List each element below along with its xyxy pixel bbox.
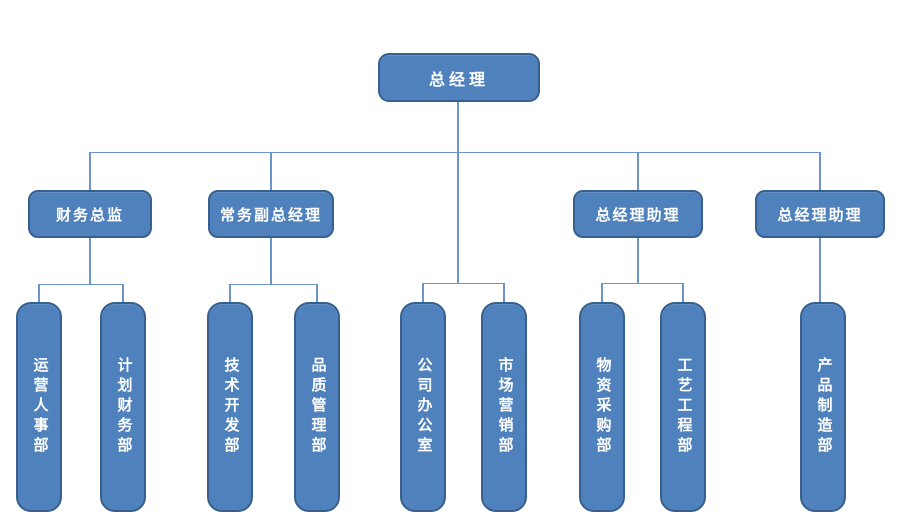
- connector-drop: [316, 284, 318, 302]
- node-gm-assistant-1[interactable]: 总经理助理: [573, 190, 703, 238]
- node-general-manager[interactable]: 总经理: [378, 53, 540, 102]
- connector-drop: [601, 283, 603, 302]
- node-label: 市场营销部: [496, 357, 513, 457]
- node-label: 物资采购部: [594, 357, 611, 457]
- connector-stem: [270, 238, 272, 284]
- node-label: 公司办公室: [415, 357, 432, 457]
- node-label: 总经理助理: [777, 207, 863, 224]
- node-tech-development-dept[interactable]: 技术开发部: [207, 302, 253, 512]
- node-company-office[interactable]: 公司办公室: [400, 302, 446, 512]
- node-label: 计划财务部: [115, 357, 132, 457]
- node-gm-assistant-2[interactable]: 总经理助理: [755, 190, 885, 238]
- connector-drop: [637, 152, 639, 190]
- connector-drop: [819, 152, 821, 190]
- node-label: 技术开发部: [222, 357, 239, 457]
- connector-drop: [270, 152, 272, 190]
- node-label: 产品制造部: [815, 357, 832, 457]
- node-label: 总经理助理: [595, 207, 681, 224]
- connector-trunk: [457, 102, 459, 283]
- node-process-engineering-dept[interactable]: 工艺工程部: [660, 302, 706, 512]
- connector-drop: [122, 284, 124, 302]
- connector-sub-bus: [230, 284, 317, 285]
- connector-sub-bus: [602, 283, 683, 284]
- connector-drop: [38, 284, 40, 302]
- connector-sub-bus: [423, 283, 504, 284]
- connector-stem: [89, 238, 91, 284]
- node-product-manufacturing-dept[interactable]: 产品制造部: [800, 302, 846, 512]
- connector-drop: [503, 283, 505, 302]
- node-label: 常务副总经理: [219, 207, 322, 224]
- node-materials-procurement-dept[interactable]: 物资采购部: [579, 302, 625, 512]
- node-executive-deputy-gm[interactable]: 常务副总经理: [208, 190, 334, 238]
- node-label: 工艺工程部: [675, 357, 692, 457]
- node-label: 品质管理部: [309, 357, 326, 457]
- node-operations-hr-dept[interactable]: 运营人事部: [16, 302, 62, 512]
- connector-sub-bus: [39, 284, 123, 285]
- connector-drop: [229, 284, 231, 302]
- connector-drop: [89, 152, 91, 190]
- connector-stem: [819, 238, 821, 302]
- node-planning-finance-dept[interactable]: 计划财务部: [100, 302, 146, 512]
- node-marketing-dept[interactable]: 市场营销部: [481, 302, 527, 512]
- connector-top-bus: [90, 152, 820, 153]
- node-label: 运营人事部: [31, 357, 48, 457]
- node-label: 财务总监: [55, 207, 124, 224]
- connector-drop: [682, 283, 684, 302]
- node-finance-director[interactable]: 财务总监: [28, 190, 152, 238]
- connector-stem: [637, 238, 639, 283]
- node-label: 总经理: [428, 71, 489, 89]
- connector-drop: [422, 283, 424, 302]
- node-quality-management-dept[interactable]: 品质管理部: [294, 302, 340, 512]
